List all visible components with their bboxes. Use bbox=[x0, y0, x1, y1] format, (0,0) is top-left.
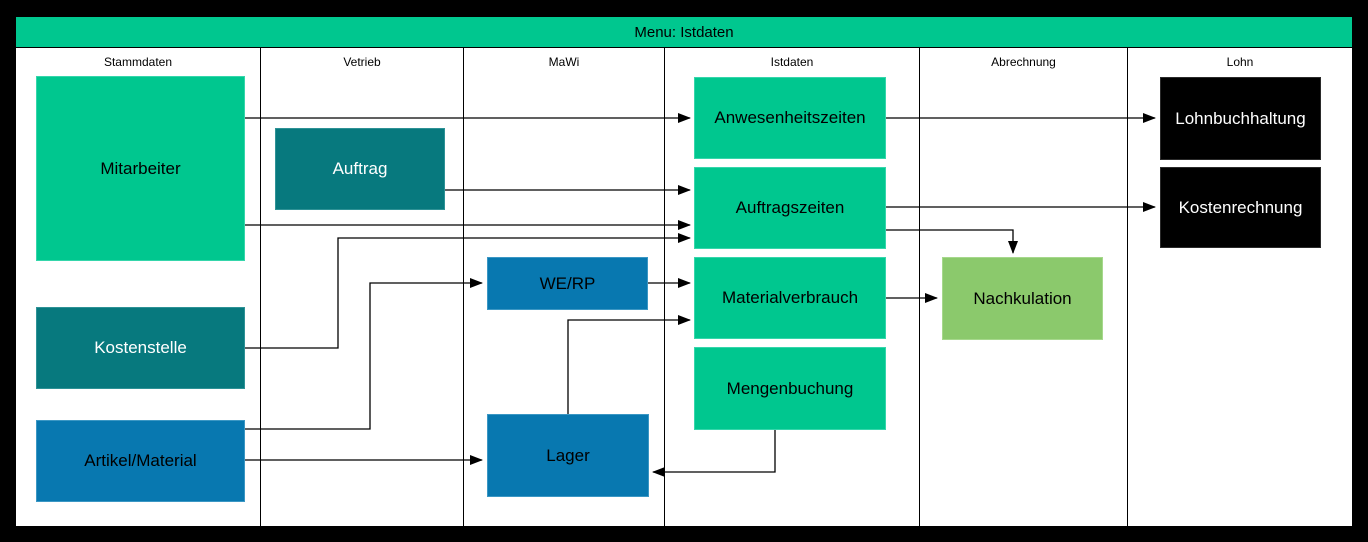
node-materialverbrauch[interactable]: Materialverbrauch bbox=[694, 257, 886, 339]
node-label: Materialverbrauch bbox=[721, 288, 859, 307]
node-label: Mengenbuchung bbox=[726, 378, 854, 398]
lane-label: Lohn bbox=[1226, 55, 1254, 69]
lane-label: Vetrieb bbox=[343, 55, 381, 69]
lane-vetrieb: Vetrieb bbox=[261, 48, 464, 526]
node-kostenstelle[interactable]: Kostenstelle bbox=[36, 307, 245, 389]
node-label: Anwesenheitszeiten bbox=[714, 108, 866, 127]
node-label: Kostenstelle bbox=[94, 338, 187, 357]
node-mengenbuchung[interactable]: Mengenbuchung bbox=[694, 347, 886, 430]
node-artikel-material[interactable]: Artikel/Material bbox=[36, 420, 245, 502]
node-label: Auftrag bbox=[332, 159, 388, 178]
node-label: Nachkulation bbox=[973, 288, 1072, 308]
node-lager[interactable]: Lager bbox=[487, 414, 649, 497]
lane-istdaten: Istdaten bbox=[665, 48, 920, 526]
node-label: WE/RP bbox=[539, 273, 596, 293]
node-label: Auftragszeiten bbox=[735, 198, 845, 217]
node-nachkulation[interactable]: Nachkulation bbox=[942, 257, 1103, 340]
lane-label: Istdaten bbox=[770, 55, 814, 69]
title-bar: Menu: Istdaten bbox=[16, 17, 1352, 48]
node-label: Mitarbeiter bbox=[100, 158, 181, 178]
lane-lohn: Lohn bbox=[1128, 48, 1352, 526]
node-label: Kostenrechnung bbox=[1178, 197, 1303, 217]
node-label: Lager bbox=[546, 445, 590, 465]
lane-label: Stammdaten bbox=[103, 55, 173, 69]
diagram-canvas: Menu: Istdaten Stammdaten Vetrieb MaWi Istd… bbox=[16, 17, 1352, 526]
node-lohnbuchhaltung[interactable]: Lohnbuchhaltung bbox=[1160, 77, 1321, 160]
node-auftrag[interactable]: Auftrag bbox=[275, 128, 445, 210]
node-auftragszeiten[interactable]: Auftragszeiten bbox=[694, 167, 886, 249]
node-we-rp[interactable]: WE/RP bbox=[487, 257, 648, 310]
node-kostenrechnung[interactable]: Kostenrechnung bbox=[1160, 167, 1321, 248]
node-mitarbeiter[interactable]: Mitarbeiter bbox=[36, 76, 245, 261]
lane-abrechnung: Abrechnung bbox=[920, 48, 1128, 526]
lane-label: MaWi bbox=[548, 55, 580, 69]
lane-label: Abrechnung bbox=[991, 55, 1056, 69]
diagram-title: Menu: Istdaten bbox=[634, 23, 734, 41]
node-anwesenheitszeiten[interactable]: Anwesenheitszeiten bbox=[694, 77, 886, 159]
node-label: Artikel/Material bbox=[84, 451, 197, 470]
node-label: Lohnbuchhaltung bbox=[1175, 108, 1306, 128]
